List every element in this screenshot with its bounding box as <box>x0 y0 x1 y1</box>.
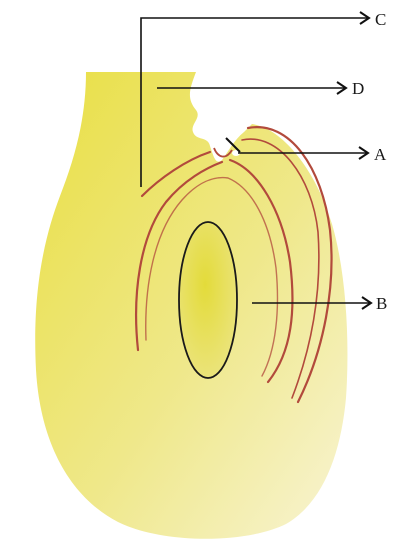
label-c: C <box>375 11 386 28</box>
label-a: A <box>374 146 386 163</box>
embryo-sac <box>179 222 237 378</box>
label-d: D <box>352 80 364 97</box>
label-b: B <box>376 295 387 312</box>
